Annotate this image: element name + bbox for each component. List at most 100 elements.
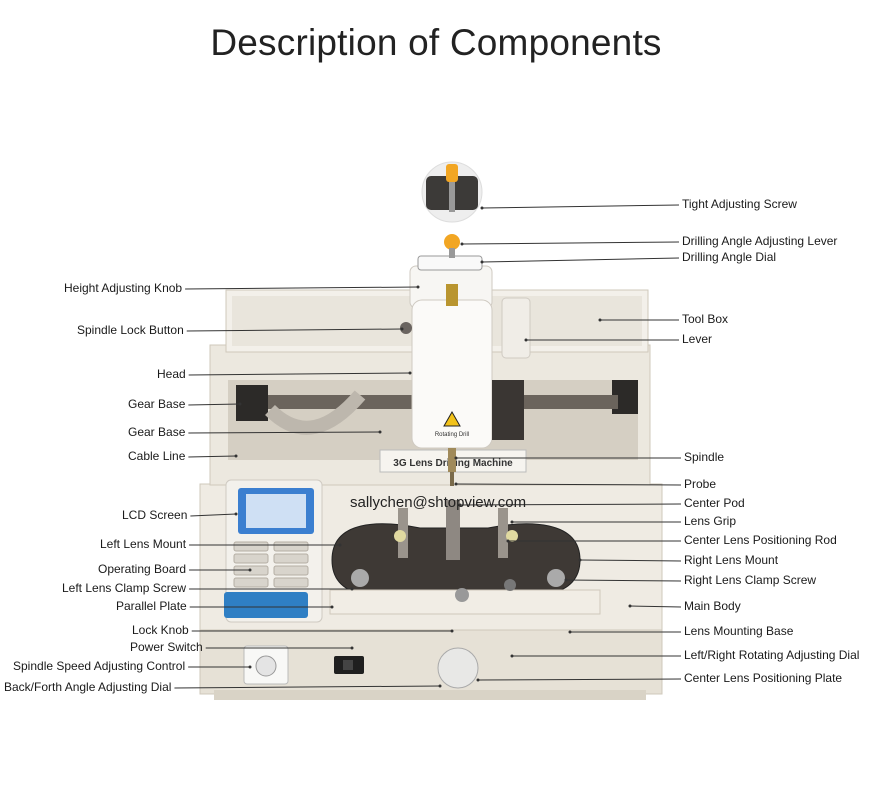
probe xyxy=(450,472,454,486)
leader-endpoint xyxy=(510,520,514,524)
center-lens-positioning-rod-right xyxy=(498,508,508,558)
label-left: Lock Knob xyxy=(132,623,189,637)
leader-line xyxy=(481,257,680,263)
lever xyxy=(501,297,531,359)
keypad-key xyxy=(233,541,269,552)
label-right: Lens Grip xyxy=(684,514,737,528)
tight-adjusting-screw-shaft xyxy=(449,182,455,212)
leader-endpoint xyxy=(506,539,510,543)
label-left: Back/Forth Angle Adjusting Dial xyxy=(4,680,172,694)
leader-lines xyxy=(174,204,682,689)
leader-endpoint xyxy=(524,338,528,342)
leader-endpoint xyxy=(598,318,602,322)
leader-endpoint xyxy=(350,646,354,650)
leader-line xyxy=(186,328,403,332)
leader-endpoint xyxy=(416,285,420,289)
leader-endpoint xyxy=(476,678,480,682)
keypad-key xyxy=(233,577,269,588)
label-left: Operating Board xyxy=(98,562,187,576)
spindle xyxy=(448,448,456,472)
leader-endpoint xyxy=(480,260,484,264)
watermark: sallychen@shtopview.com xyxy=(350,494,527,511)
leader-line xyxy=(579,559,682,562)
lcd-inner xyxy=(246,494,306,528)
label-right: Drilling Angle Adjusting Lever xyxy=(682,234,838,248)
leader-endpoint xyxy=(460,242,464,246)
leader-endpoint xyxy=(564,578,568,582)
keypad-key xyxy=(273,541,309,552)
center-pod xyxy=(446,500,460,560)
keypad-key xyxy=(273,565,309,576)
label-left: Spindle Lock Button xyxy=(77,323,184,337)
leader-endpoint xyxy=(578,558,582,562)
gear-base-left xyxy=(236,385,268,421)
head-badge-text: Rotating Drill xyxy=(435,432,469,438)
cable-line xyxy=(265,390,366,435)
label-left: LCD Screen xyxy=(122,508,188,522)
leader-endpoint xyxy=(454,482,458,486)
label-right: Center Lens Positioning Plate xyxy=(684,671,843,685)
main-body-base xyxy=(214,690,646,700)
label-left: Left Lens Mount xyxy=(100,537,187,551)
keypad-nav xyxy=(224,592,308,618)
label-left: Gear Base xyxy=(128,425,186,439)
tight-adjusting-screw-top xyxy=(446,164,458,182)
label-left: Gear Base xyxy=(128,397,186,411)
leader-endpoint xyxy=(400,327,404,331)
height-adjusting-knob xyxy=(446,284,458,306)
leader-endpoint xyxy=(510,654,514,658)
leader-endpoint xyxy=(350,587,354,591)
leader-endpoint xyxy=(234,512,238,516)
label-left: Spindle Speed Adjusting Control xyxy=(13,659,186,673)
label-right: Tool Box xyxy=(682,312,729,326)
label-right: Center Pod xyxy=(684,496,745,510)
spindle-speed-knob xyxy=(255,655,277,677)
label-left: Head xyxy=(157,367,186,381)
label-right: Center Lens Positioning Rod xyxy=(684,533,837,547)
lens-grip-left xyxy=(394,530,406,542)
leader-line xyxy=(461,241,680,245)
label-left: Power Switch xyxy=(130,640,203,654)
leader-line xyxy=(477,678,682,681)
leader-endpoint xyxy=(378,430,382,434)
label-left: Cable Line xyxy=(128,449,186,463)
label-right: Spindle xyxy=(684,450,725,464)
drilling-angle-dial xyxy=(417,255,483,271)
leader-endpoint xyxy=(450,629,454,633)
leader-endpoint xyxy=(330,605,334,609)
label-right: Left/Right Rotating Adjusting Dial xyxy=(684,648,860,662)
leader-endpoint xyxy=(238,402,242,406)
leader-endpoint xyxy=(438,684,442,688)
leader-endpoint xyxy=(248,568,252,572)
leader-endpoint xyxy=(408,371,412,375)
center-lens-positioning-plate xyxy=(437,647,479,689)
leader-line xyxy=(455,483,682,486)
keypad-key xyxy=(233,553,269,564)
leader-line xyxy=(565,579,682,582)
leader-endpoint xyxy=(454,456,458,460)
spindle-lock-button xyxy=(400,322,412,334)
leader-line xyxy=(174,685,441,689)
leader-endpoint xyxy=(568,630,572,634)
leader-endpoint xyxy=(234,454,238,458)
diagram-title: Description of Components xyxy=(210,22,662,63)
leader-endpoint xyxy=(480,206,484,210)
leader-line xyxy=(190,513,237,517)
label-right: Drilling Angle Dial xyxy=(682,250,777,264)
label-right: Lever xyxy=(682,332,713,346)
head-side xyxy=(492,380,524,440)
label-right: Right Lens Mount xyxy=(684,553,779,567)
keypad-key xyxy=(273,553,309,564)
left-lens-clamp-screw xyxy=(351,569,369,587)
leader-line xyxy=(481,204,680,209)
right-lens-clamp-screw xyxy=(547,569,565,587)
label-right: Main Body xyxy=(684,599,741,613)
leader-line xyxy=(188,372,411,376)
leader-endpoint xyxy=(338,543,342,547)
label-left: Left Lens Clamp Screw xyxy=(62,581,187,595)
leader-line xyxy=(185,286,419,290)
power-switch-rocker xyxy=(343,660,353,670)
leader-line xyxy=(629,605,682,608)
